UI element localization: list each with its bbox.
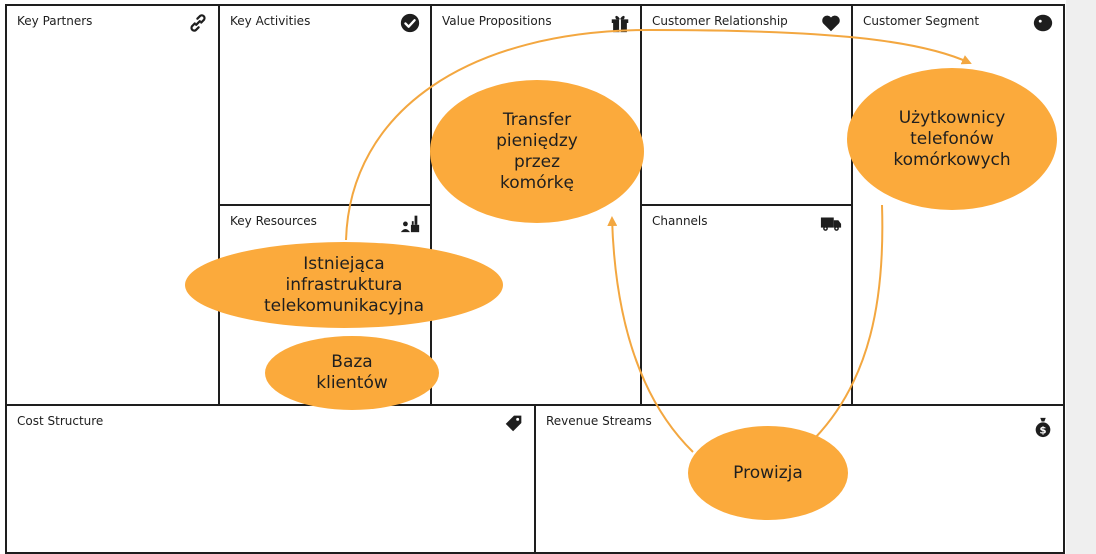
revenue-streams-title: Revenue Streams <box>546 414 652 428</box>
key-activities-block: Key Activities <box>218 4 432 206</box>
customer-relationship-title: Customer Relationship <box>652 14 788 28</box>
key-partners-block: Key Partners <box>5 4 220 406</box>
customer-segment-title: Customer Segment <box>863 14 980 28</box>
bubble-infrastructure: Istniejąca infrastruktura telekomunikacy… <box>185 242 503 328</box>
cost-structure-block: Cost Structure <box>5 404 536 554</box>
cost-structure-title: Cost Structure <box>17 414 104 428</box>
truck-icon <box>819 212 843 234</box>
bubble-value-proposition: Transfer pieniędzy przez komórkę <box>430 80 644 223</box>
bubble-revenue: Prowizja <box>688 426 848 520</box>
person-head-icon <box>1031 12 1055 34</box>
channels-block: Channels <box>640 204 853 406</box>
factory-worker-icon <box>398 212 422 234</box>
price-tag-icon <box>502 412 526 434</box>
value-propositions-title: Value Propositions <box>442 14 552 28</box>
customer-relationship-block: Customer Relationship <box>640 4 853 206</box>
heart-icon <box>819 12 843 34</box>
key-partners-title: Key Partners <box>17 14 93 28</box>
key-activities-title: Key Activities <box>230 14 311 28</box>
check-circle-icon <box>398 12 422 34</box>
money-bag-icon: $ <box>1031 416 1055 438</box>
bubble-customer-segment: Użytkownicy telefonów komórkowych <box>847 68 1057 210</box>
gift-icon <box>608 12 632 34</box>
channels-title: Channels <box>652 214 708 228</box>
bubble-customer-base: Baza klientów <box>265 336 439 410</box>
link-icon <box>186 12 210 34</box>
key-resources-title: Key Resources <box>230 214 317 228</box>
svg-text:$: $ <box>1039 425 1046 436</box>
